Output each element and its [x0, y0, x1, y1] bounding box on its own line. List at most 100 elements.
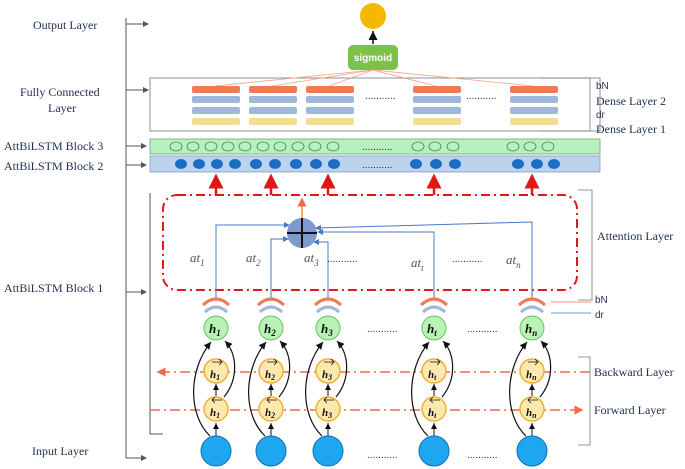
block2-unit — [430, 159, 442, 169]
hidden-state-label-t: ht — [427, 321, 437, 338]
dense1-dr-bar — [510, 107, 558, 114]
dense-ellipsis-2: ........... — [466, 91, 497, 102]
dense1-dr-bar — [192, 107, 240, 114]
forward-cell-3 — [315, 396, 341, 422]
block3-unit — [238, 141, 252, 152]
hidden-state-node-t — [421, 315, 447, 341]
fc-connection-lines — [214, 69, 534, 87]
h-ellipsis-2: ........... — [467, 324, 498, 335]
attention-output-arrows — [208, 173, 540, 195]
dense1-dr-bar — [413, 107, 461, 114]
bn-arc — [419, 297, 449, 307]
attn-ellipsis: ........... — [327, 254, 358, 265]
block2-unit — [211, 159, 223, 169]
block2-unit — [193, 159, 205, 169]
hidden-state-label-2: h2 — [264, 321, 276, 338]
block2-unit — [290, 159, 302, 169]
dense2-bn-bar — [413, 86, 461, 93]
block2-unit — [531, 159, 543, 169]
dense2-bar — [510, 96, 558, 103]
output-node — [360, 3, 386, 29]
block2-label: AttBiLSTM Block 2 — [4, 159, 103, 173]
attention-weight-t: att — [411, 255, 424, 273]
forward-cell-2 — [258, 396, 284, 422]
block2-unit — [310, 159, 322, 169]
backward-state-label-t: ht — [428, 369, 437, 382]
dense1-dr-bar — [249, 107, 297, 114]
dr-arc — [421, 305, 447, 314]
block2-unit — [512, 159, 524, 169]
backward-state-label-1: h1 — [210, 369, 220, 382]
dr-bottom-label: dr — [595, 310, 605, 321]
forward-state-label-3: h3 — [322, 407, 332, 420]
dr-arc — [519, 305, 545, 314]
attbilstm-block-3 — [149, 138, 601, 155]
block3-unit — [308, 141, 322, 152]
block3-unit — [204, 141, 218, 152]
forward-cell-t — [421, 396, 447, 422]
backward-cell-2 — [258, 358, 284, 384]
hidden-state-node-3 — [315, 315, 341, 341]
input-node — [200, 435, 232, 467]
block2-ellipsis: ........... — [362, 160, 393, 171]
dense1-bar — [306, 118, 354, 125]
dr-arc — [315, 305, 341, 314]
hidden-state-node-2 — [258, 315, 284, 341]
attention-layer-label: Attention Layer — [597, 229, 673, 243]
dense-layers — [192, 86, 558, 125]
block2-unit — [250, 159, 262, 169]
block3-unit — [446, 141, 460, 152]
block2-units — [175, 159, 560, 169]
forward-cell-n — [519, 396, 545, 422]
attention-weight-n: atn — [506, 252, 521, 270]
block2-unit — [229, 159, 241, 169]
block3-unit — [291, 141, 305, 152]
backward-layer-label: Backward Layer — [594, 365, 674, 379]
hidden-state-label-n: hn — [525, 321, 537, 338]
block2-unit — [269, 159, 281, 169]
backward-cell-1 — [203, 358, 229, 384]
block3-unit — [541, 141, 555, 152]
dense-ellipsis: ........... — [365, 91, 396, 102]
dense-layer-1-label: Dense Layer 1 — [596, 122, 666, 136]
dense2-bn-bar — [249, 86, 297, 93]
forward-state-label-n: hn — [526, 407, 537, 420]
block2-unit — [410, 159, 422, 169]
block2-unit — [548, 159, 560, 169]
block3-unit — [186, 141, 200, 152]
attention-input-line — [270, 236, 289, 300]
dense2-bn-bar — [192, 86, 240, 93]
block3-unit — [523, 141, 537, 152]
attention-input-line — [215, 222, 290, 300]
attention-weight-lines — [215, 221, 533, 300]
input-ellipsis-2: ........... — [467, 450, 498, 461]
forward-state-label-1: h1 — [210, 407, 220, 420]
input-nodes — [200, 435, 548, 467]
backward-cell-3 — [315, 358, 341, 384]
block3-unit — [506, 141, 520, 152]
input-ellipsis: ........... — [367, 450, 398, 461]
dr-arc — [203, 305, 229, 314]
forward-state-label-t: ht — [428, 407, 437, 420]
input-node — [255, 435, 287, 467]
dense1-bar — [192, 118, 240, 125]
forward-layer-label: Forward Layer — [594, 403, 666, 417]
block1-label: AttBiLSTM Block 1 — [4, 281, 103, 295]
input-layer-label: Input Layer — [32, 444, 88, 458]
forward-cell-1 — [203, 396, 229, 422]
dense2-bar — [192, 96, 240, 103]
block3-units — [169, 141, 555, 152]
hidden-state-label-3: h3 — [321, 321, 333, 338]
dense2-bn-bar — [306, 86, 354, 93]
dense2-bar — [413, 96, 461, 103]
attention-weight-3: at3 — [304, 250, 319, 268]
block3-unit — [411, 141, 425, 152]
attention-input-line — [315, 221, 533, 300]
backward-cell-n — [519, 358, 545, 384]
fc-layer-label-line1: Fully Connected — [20, 85, 100, 99]
bn-arc — [313, 297, 343, 307]
